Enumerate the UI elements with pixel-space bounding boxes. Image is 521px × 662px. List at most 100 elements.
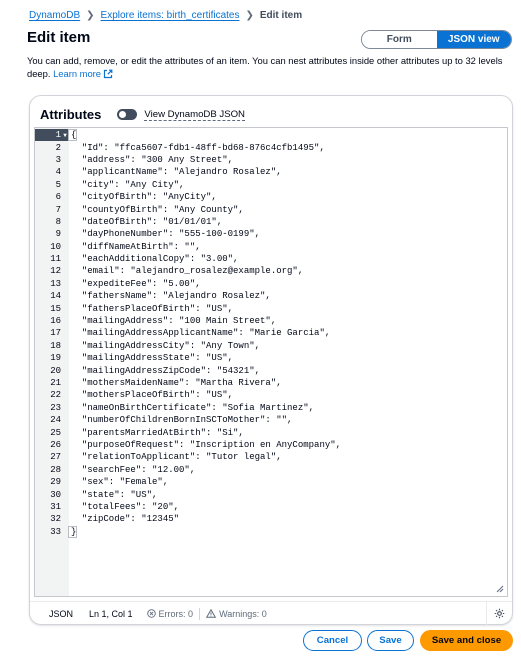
code-text: { xyxy=(67,129,78,142)
line-number: 30 xyxy=(50,489,61,500)
warnings-tab[interactable]: Warnings: 0 xyxy=(206,609,267,619)
code-text: "totalFees": "20", xyxy=(71,501,180,512)
active-line-highlight xyxy=(35,129,69,142)
dynamodb-json-toggle[interactable] xyxy=(117,109,138,120)
line-number: 32 xyxy=(50,514,61,525)
breadcrumb-explore-items-link[interactable]: Explore items: birth_certificates xyxy=(100,10,240,21)
code-text: "parentsMarriedAtBirth": "Si", xyxy=(71,427,244,438)
line-number: 20 xyxy=(50,365,61,376)
code-line: 15 "fathersPlaceOfBirth": "US", xyxy=(35,302,507,314)
code-line: 6 "cityOfBirth": "AnyCity", xyxy=(35,191,507,203)
code-text: } xyxy=(67,525,78,538)
line-number: 31 xyxy=(50,501,61,512)
code-line: 5 "city": "Any City", xyxy=(35,179,507,191)
line-number: 33 xyxy=(50,526,61,537)
json-view-option[interactable]: JSON view xyxy=(436,31,511,48)
attributes-panel: Attributes View DynamoDB JSON 1▼{2 "Id":… xyxy=(29,95,513,625)
code-text: "expediteFee": "5.00", xyxy=(71,278,201,289)
status-divider xyxy=(199,607,201,620)
line-number: 6 xyxy=(55,192,61,203)
line-number: 23 xyxy=(50,402,61,413)
code-text: "state": "US", xyxy=(71,489,158,500)
save-and-close-button[interactable]: Save and close xyxy=(420,630,513,651)
line-number: 19 xyxy=(50,353,61,364)
errors-count: Errors: 0 xyxy=(158,608,194,619)
line-number: 11 xyxy=(50,254,61,265)
attributes-title: Attributes xyxy=(40,107,102,122)
code-line: 1▼{ xyxy=(35,129,507,142)
gear-icon xyxy=(494,608,505,619)
editor-status-bar: JSON Ln 1, Col 1 Errors: 0 Warnings: 0 xyxy=(30,601,512,625)
code-line: 17 "mailingAddressApplicantName": "Marie… xyxy=(35,327,507,339)
line-number: 8 xyxy=(55,216,61,227)
code-line: 33} xyxy=(35,525,507,538)
external-link-icon xyxy=(103,69,113,79)
line-number: 24 xyxy=(50,415,61,426)
code-line: 23 "nameOnBirthCertificate": "Sofia Mart… xyxy=(35,402,507,414)
warnings-count: Warnings: 0 xyxy=(219,608,267,619)
view-mode-toggle: Form JSON view xyxy=(361,30,512,49)
resize-handle-icon[interactable] xyxy=(496,585,504,593)
code-text: "zipCode": "12345" xyxy=(71,514,180,525)
line-number: 28 xyxy=(50,464,61,475)
code-text: "searchFee": "12.00", xyxy=(71,464,196,475)
learn-more-link[interactable]: Learn more xyxy=(53,68,113,79)
code-text: "email": "alejandro_rosalez@example.org"… xyxy=(71,266,304,277)
code-text: "numberOfChildrenBornInSCToMother": "", xyxy=(71,415,293,426)
line-number: 29 xyxy=(50,477,61,488)
code-text: "address": "300 Any Street", xyxy=(71,154,234,165)
code-text: "mothersPlaceOfBirth": "US", xyxy=(71,390,234,401)
code-line: 14 "fathersName": "Alejandro Rosalez", xyxy=(35,290,507,302)
page-description: You can add, remove, or edit the attribu… xyxy=(27,54,515,80)
cursor-position: Ln 1, Col 1 xyxy=(89,608,133,619)
line-number: 10 xyxy=(50,241,61,252)
code-line: 8 "dateOfBirth": "01/01/01", xyxy=(35,216,507,228)
code-line: 16 "mailingAddress": "100 Main Street", xyxy=(35,315,507,327)
line-number: 4 xyxy=(55,167,61,178)
line-number: 9 xyxy=(55,229,61,240)
code-text: "dateOfBirth": "01/01/01", xyxy=(71,216,223,227)
code-text: "dayPhoneNumber": "555-100-0199", xyxy=(71,229,261,240)
code-line: 29 "sex": "Female", xyxy=(35,476,507,488)
code-line: 28 "searchFee": "12.00", xyxy=(35,464,507,476)
save-button[interactable]: Save xyxy=(367,630,414,651)
code-line: 24 "numberOfChildrenBornInSCToMother": "… xyxy=(35,414,507,426)
dynamodb-json-toggle-label[interactable]: View DynamoDB JSON xyxy=(144,108,245,121)
code-line: 11 "eachAdditionalCopy": "3.00", xyxy=(35,253,507,265)
line-number: 22 xyxy=(50,390,61,401)
code-line: 3 "address": "300 Any Street", xyxy=(35,154,507,166)
errors-tab[interactable]: Errors: 0 xyxy=(146,608,194,619)
code-line: 22 "mothersPlaceOfBirth": "US", xyxy=(35,389,507,401)
code-line: 18 "mailingAddressCity": "Any Town", xyxy=(35,340,507,352)
page-title: Edit item xyxy=(27,29,91,46)
code-line: 13 "expediteFee": "5.00", xyxy=(35,278,507,290)
form-view-option[interactable]: Form xyxy=(362,31,437,48)
code-text: "cityOfBirth": "AnyCity", xyxy=(71,192,217,203)
code-text: "mailingAddressZipCode": "54321", xyxy=(71,365,261,376)
breadcrumb-dynamodb-link[interactable]: DynamoDB xyxy=(29,10,81,21)
fold-arrow-icon: ▼ xyxy=(63,131,67,139)
code-text: "nameOnBirthCertificate": "Sofia Martine… xyxy=(71,402,315,413)
language-label: JSON xyxy=(49,608,74,619)
line-number-gutter xyxy=(35,128,69,596)
code-line: 26 "purposeOfRequest": "Inscription en A… xyxy=(35,439,507,451)
code-line: 7 "countyOfBirth": "Any County", xyxy=(35,203,507,215)
line-number: 3 xyxy=(55,154,61,165)
code-line: 21 "mothersMaidenName": "Martha Rivera", xyxy=(35,377,507,389)
json-code-editor[interactable]: 1▼{2 "Id": "ffca5607-fdb1-48ff-bd68-876c… xyxy=(34,127,508,597)
cancel-button[interactable]: Cancel xyxy=(303,630,362,651)
chevron-right-icon: ❯ xyxy=(245,10,254,21)
line-number: 14 xyxy=(50,291,61,302)
code-text: "city": "Any City", xyxy=(71,179,185,190)
code-text: "diffNameAtBirth": "", xyxy=(71,241,201,252)
toggle-knob xyxy=(119,111,127,118)
code-lines: 1▼{2 "Id": "ffca5607-fdb1-48ff-bd68-876c… xyxy=(35,129,507,538)
line-number: 13 xyxy=(50,278,61,289)
breadcrumb-current: Edit item xyxy=(259,10,303,21)
breadcrumb: DynamoDB ❯ Explore items: birth_certific… xyxy=(29,10,302,21)
code-text: "Id": "ffca5607-fdb1-48ff-bd68-876c4cfb1… xyxy=(71,142,325,153)
code-text: "mailingAddressState": "US", xyxy=(71,353,234,364)
warning-triangle-icon xyxy=(206,609,217,618)
editor-settings-button[interactable] xyxy=(486,602,512,625)
code-text: "purposeOfRequest": "Inscription en AnyC… xyxy=(71,439,342,450)
